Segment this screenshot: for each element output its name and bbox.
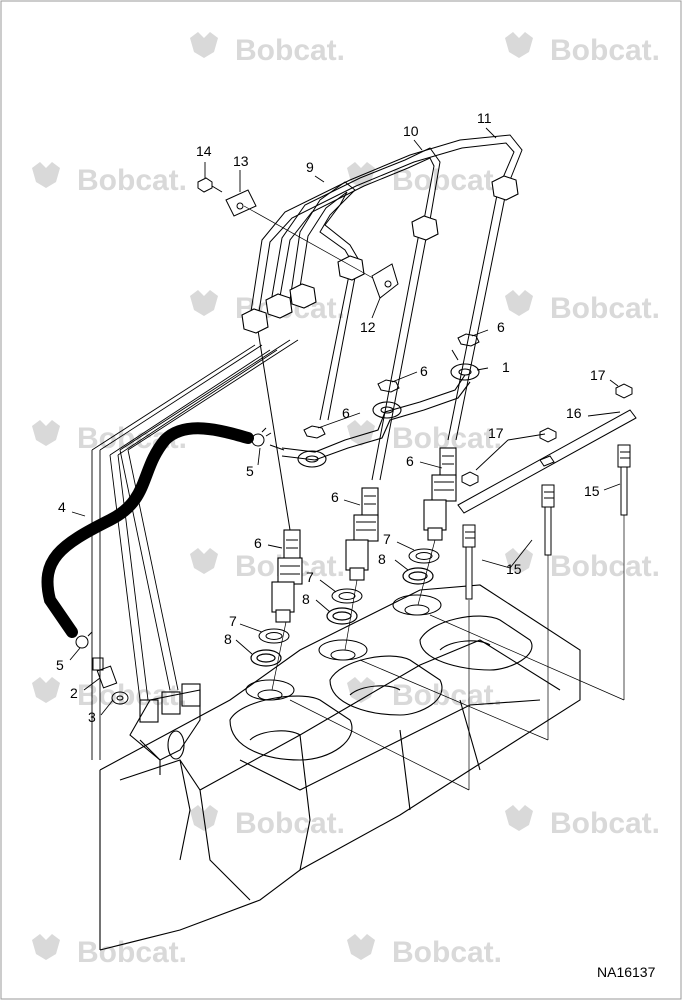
svg-text:Bobcat.: Bobcat. xyxy=(77,936,187,969)
injector xyxy=(423,447,457,541)
callout-14: 14 xyxy=(196,143,212,159)
leader-lines xyxy=(289,515,625,791)
callout-6-leakoff-3: 6 xyxy=(497,319,505,335)
bobcat-logo-icon xyxy=(190,290,218,316)
callout-11: 11 xyxy=(477,110,492,126)
bobcat-logo-icon xyxy=(32,420,60,446)
svg-text:Bobcat.: Bobcat. xyxy=(550,34,660,67)
clamp-leader xyxy=(243,205,381,283)
bobcat-logo-icon xyxy=(347,934,375,960)
bobcat-logo-icon xyxy=(32,934,60,960)
callout-6-injector-3: 6 xyxy=(406,453,414,469)
svg-text:Bobcat.: Bobcat. xyxy=(550,550,660,583)
injector xyxy=(345,487,379,581)
bobcat-logo-icon xyxy=(190,32,218,58)
callout-6-leakoff-1: 6 xyxy=(342,405,350,421)
hose-clamp-bottom xyxy=(75,631,93,649)
callout-2: 2 xyxy=(70,685,78,701)
bobcat-logo-icon xyxy=(505,548,533,574)
glow-plug xyxy=(617,444,631,516)
callout-5-bottom: 5 xyxy=(56,657,64,673)
bobcat-logo-icon xyxy=(347,677,375,703)
callout-labels: 1 2 3 4 5 5 6 6 6 6 6 6 6 7 7 7 8 8 8 9 … xyxy=(56,110,606,725)
callout-4: 4 xyxy=(58,499,66,515)
callout-12: 12 xyxy=(360,319,376,335)
bobcat-logo-icon xyxy=(32,677,60,703)
bobcat-logo-icon xyxy=(347,420,375,446)
pipe-bracket xyxy=(371,263,399,299)
watermark: Bobcat. xyxy=(392,679,502,712)
injector xyxy=(271,529,303,623)
svg-text:Bobcat.: Bobcat. xyxy=(550,807,660,840)
svg-text:Bobcat.: Bobcat. xyxy=(235,34,345,67)
pipe-nuts xyxy=(241,175,519,334)
watermark: Bobcat. xyxy=(550,807,660,840)
watermark: Bobcat. xyxy=(550,550,660,583)
watermark: Bobcat. xyxy=(392,164,502,197)
injector-seals xyxy=(250,567,434,667)
callout-7-middle: 7 xyxy=(306,569,314,585)
banjo-fitting xyxy=(92,657,129,705)
watermark: Bobcat. xyxy=(392,936,502,969)
glow-plug xyxy=(541,484,555,556)
callout-1: 1 xyxy=(502,359,510,375)
callout-9: 9 xyxy=(306,159,314,175)
hose-clamp-top xyxy=(251,427,272,447)
callout-15-bottom: 15 xyxy=(506,561,522,577)
bobcat-logo-icon xyxy=(32,162,60,188)
callout-6-injector-1: 6 xyxy=(254,535,262,551)
callout-7-right: 7 xyxy=(383,531,391,547)
callout-8-middle: 8 xyxy=(302,591,310,607)
glow-plug-nuts xyxy=(461,383,633,487)
callout-3: 3 xyxy=(88,709,96,725)
callout-17-right: 17 xyxy=(590,367,606,383)
high-pressure-lines xyxy=(249,134,523,531)
svg-text:Bobcat.: Bobcat. xyxy=(392,936,502,969)
svg-text:Bobcat.: Bobcat. xyxy=(235,807,345,840)
watermark: Bobcat. xyxy=(235,807,345,840)
watermark: Bobcat. xyxy=(550,292,660,325)
callout-leaders xyxy=(69,127,621,716)
glow-plug-bus-bar xyxy=(457,409,637,514)
glow-plugs xyxy=(462,444,631,600)
watermark: Bobcat. xyxy=(77,936,187,969)
injector-leaders xyxy=(271,539,436,691)
bobcat-logo-icon xyxy=(505,290,533,316)
callout-13: 13 xyxy=(233,153,249,169)
bobcat-logo-icon xyxy=(190,548,218,574)
watermark: Bobcat. xyxy=(550,34,660,67)
watermark: Bobcat. xyxy=(235,34,345,67)
pipe-clamp xyxy=(225,189,257,217)
injector-bores xyxy=(245,594,442,701)
svg-text:Bobcat.: Bobcat. xyxy=(550,292,660,325)
watermark: Bobcat. xyxy=(77,164,187,197)
callout-15-right: 15 xyxy=(584,483,600,499)
leak-off-nuts xyxy=(303,333,480,439)
injectors xyxy=(271,447,457,623)
callout-6-leakoff-2: 6 xyxy=(420,363,428,379)
drawing-code: NA16137 xyxy=(597,964,656,980)
fuel-hose xyxy=(41,422,254,638)
injection-pump xyxy=(129,683,201,775)
bobcat-logo-icon xyxy=(505,805,533,831)
clamp-bolt xyxy=(197,177,223,193)
engine-cylinder-head xyxy=(99,584,581,951)
callout-7-left: 7 xyxy=(229,613,237,629)
glow-plug xyxy=(462,524,476,600)
callout-8-right: 8 xyxy=(378,551,386,567)
callout-16: 16 xyxy=(566,405,582,421)
injection-lines-lower xyxy=(91,339,299,760)
callout-17-left: 17 xyxy=(488,425,504,441)
callout-10: 10 xyxy=(403,123,419,139)
svg-text:Bobcat.: Bobcat. xyxy=(392,679,502,712)
callout-5-top: 5 xyxy=(246,463,254,479)
callout-8-left: 8 xyxy=(224,631,232,647)
svg-text:Bobcat.: Bobcat. xyxy=(392,164,502,197)
svg-text:Bobcat.: Bobcat. xyxy=(77,164,187,197)
callout-6-injector-2: 6 xyxy=(331,489,339,505)
bobcat-logo-icon xyxy=(505,32,533,58)
